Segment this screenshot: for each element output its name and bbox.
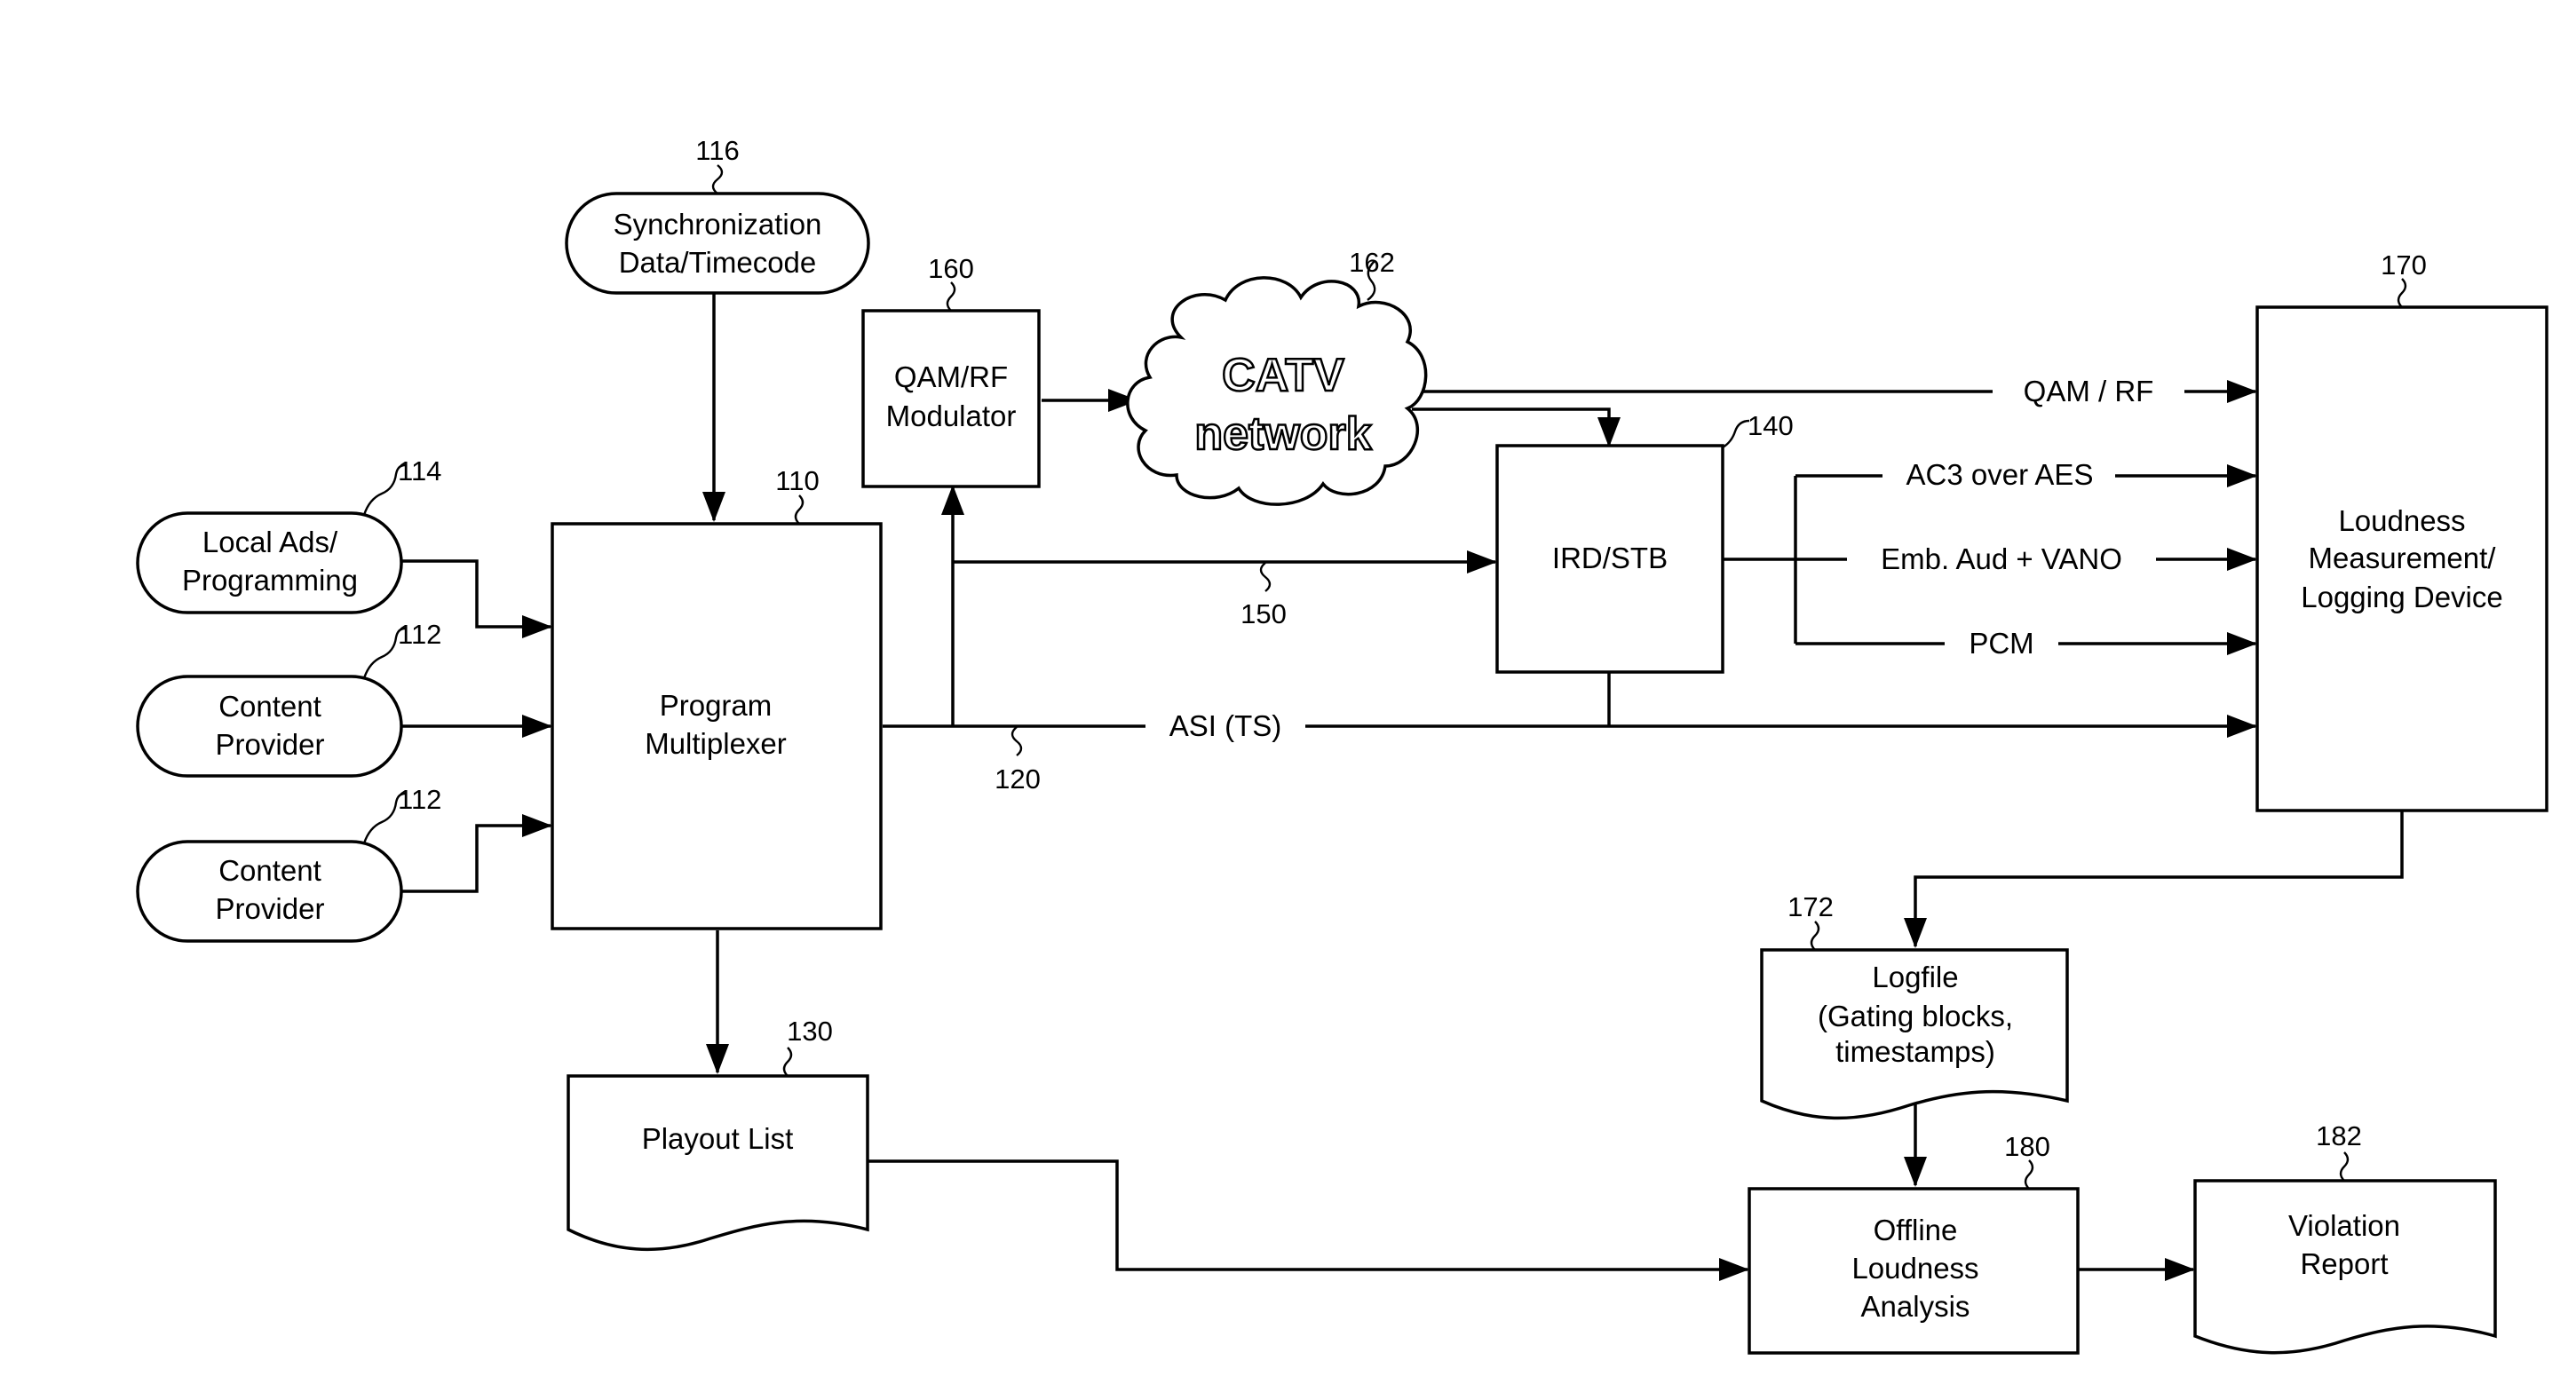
node-sync-line1: Synchronization — [614, 208, 822, 241]
connector-content2-to-mux — [397, 826, 551, 891]
ref-160: 160 — [928, 253, 974, 284]
connector-playout-to-offline — [868, 1161, 1748, 1269]
node-loudness-line1: Loudness — [2338, 504, 2465, 537]
node-mux-line1: Program — [660, 689, 773, 722]
node-violation-line1: Violation — [2288, 1209, 2400, 1242]
link-label-qam-rf: QAM / RF — [2024, 375, 2154, 407]
ref-180: 180 — [2004, 1131, 2050, 1162]
node-content2-line1: Content — [218, 854, 321, 887]
connector-localads-to-mux — [397, 561, 551, 627]
node-local-ads-line1: Local Ads/ — [202, 526, 338, 558]
ref-162: 162 — [1349, 247, 1395, 278]
node-content2-line2: Provider — [216, 892, 325, 925]
node-mux-line2: Multiplexer — [645, 727, 787, 760]
connector-loudness-to-logfile — [1915, 811, 2402, 946]
node-sync-data: Synchronization Data/Timecode 116 — [567, 135, 868, 293]
ref-116: 116 — [695, 135, 739, 166]
node-qam-modulator: QAM/RF Modulator 160 — [863, 253, 1039, 486]
node-logfile-line1: Logfile — [1872, 961, 1958, 993]
node-logfile-line3: timestamps) — [1835, 1035, 1995, 1068]
node-content1-line1: Content — [218, 690, 321, 723]
link-label-pcm: PCM — [1969, 627, 2033, 660]
connector-catv-to-ird — [1412, 409, 1609, 446]
node-content1-line2: Provider — [216, 728, 325, 761]
ref-172: 172 — [1787, 891, 1834, 922]
node-offline-line2: Loudness — [1851, 1252, 1978, 1285]
node-loudness-line2: Measurement/ — [2309, 542, 2497, 574]
node-offline-line3: Analysis — [1861, 1290, 1970, 1323]
ref-130: 130 — [787, 1016, 833, 1047]
node-program-multiplexer: Program Multiplexer 110 — [552, 465, 881, 929]
node-loudness-device: Loudness Measurement/ Logging Device 170 — [2257, 249, 2547, 811]
ref-150: 150 — [1240, 598, 1287, 629]
node-sync-line2: Data/Timecode — [619, 246, 817, 279]
ref-112-a: 112 — [398, 619, 441, 650]
node-loudness-line3: Logging Device — [2301, 581, 2503, 613]
node-logfile-line2: (Gating blocks, — [1818, 1000, 2013, 1032]
node-content-provider-2: Content Provider 112 — [138, 784, 441, 941]
node-catv-network: CATV network 162 — [1128, 247, 1426, 504]
ref-140: 140 — [1748, 410, 1794, 441]
link-label-emb: Emb. Aud + VANO — [1881, 542, 2122, 575]
link-label-asi: ASI (TS) — [1169, 709, 1282, 742]
ref-112-b: 112 — [398, 784, 441, 815]
ref-120: 120 — [995, 763, 1041, 795]
ref-110: 110 — [775, 465, 819, 496]
node-offline-analysis: Offline Loudness Analysis 180 — [1749, 1131, 2078, 1353]
link-label-ac3: AC3 over AES — [1906, 458, 2094, 491]
node-local-ads: Local Ads/ Programming 114 — [138, 455, 441, 613]
node-qam-line1: QAM/RF — [894, 360, 1008, 393]
node-violation-line2: Report — [2300, 1247, 2388, 1280]
node-violation-report: Violation Report 182 — [2195, 1120, 2495, 1353]
node-content-provider-1: Content Provider 112 — [138, 619, 441, 776]
node-qam-line2: Modulator — [886, 399, 1017, 432]
node-local-ads-line2: Programming — [182, 564, 358, 597]
node-catv-line2: network — [1194, 408, 1371, 460]
node-offline-line1: Offline — [1874, 1214, 1958, 1246]
node-playout-line1: Playout List — [642, 1122, 794, 1155]
ref-170: 170 — [2381, 249, 2427, 281]
ref-182: 182 — [2316, 1120, 2362, 1151]
node-ird-stb: IRD/STB 140 — [1497, 410, 1794, 672]
node-catv-line1: CATV — [1222, 350, 1344, 401]
ref-114: 114 — [398, 455, 441, 486]
node-ird-line1: IRD/STB — [1552, 542, 1668, 574]
